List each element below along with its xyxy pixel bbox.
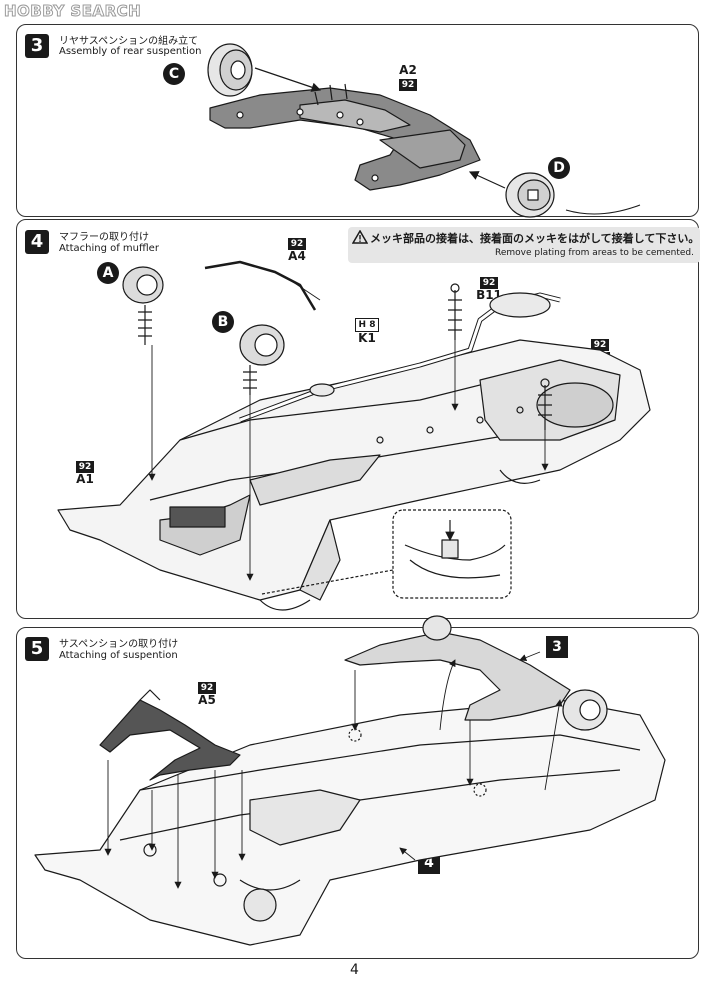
front-arm-a5-drawing [99, 689, 241, 781]
part-a4-code: A4 [288, 249, 306, 263]
callout-a: A [97, 262, 119, 284]
part-a2: A2 92 [393, 64, 423, 91]
part-b11-right-runner: 92 [590, 339, 610, 351]
part-k1-code: K1 [358, 331, 376, 345]
part-a1: 92 A1 [70, 459, 100, 486]
hub-c-drawing [207, 43, 253, 97]
step-5-number: 5 [25, 637, 49, 661]
exhaust-pipe-drawing [239, 292, 561, 423]
rear-subframe-step5-drawing [344, 615, 608, 731]
hub-d-drawing [505, 172, 555, 218]
part-a5: 92 A5 [193, 680, 221, 707]
warning-icon [352, 230, 368, 244]
guide-lines-step5 [104, 651, 563, 889]
part-b11-left-runner: 92 [479, 277, 499, 289]
step-3-title-jp: リヤサスペンションの組み立て [59, 36, 199, 47]
muffler-mount-b-drawing [239, 324, 285, 395]
guide-lines-step4 [148, 279, 549, 581]
step-3-number: 3 [25, 34, 49, 58]
callout-d: D [548, 157, 570, 179]
chassis-step5-drawing [34, 699, 666, 946]
page-number: 4 [350, 962, 359, 978]
part-a1-runner: 92 [75, 461, 95, 473]
part-k1-runner: H 8 [354, 318, 380, 332]
step-4-number: 4 [25, 230, 49, 254]
caution-jp: メッキ部品の接着は、接着面のメッキをはがして接着して下さい。 [370, 232, 700, 245]
step-4-title-jp: マフラーの取り付け [59, 232, 149, 243]
part-a5-code: A5 [198, 693, 216, 707]
step-5-title-jp: サスペンションの取り付け [59, 639, 179, 650]
b11-hanger-left-drawing [448, 283, 462, 340]
muffler-mount-a-drawing [122, 266, 164, 345]
step-4-title-en: Attaching of muffler [59, 243, 159, 254]
rear-subframe-drawing [209, 83, 481, 191]
part-a4: 92 A4 [283, 236, 311, 263]
step-3-title-en: Assembly of rear suspention [59, 46, 202, 57]
callout-c: C [163, 63, 185, 85]
step-ref-3: 3 [546, 636, 568, 658]
chassis-step4-drawing [57, 339, 651, 611]
caution-box: メッキ部品の接着は、接着面のメッキをはがして接着して下さい。 Remove pl… [348, 227, 700, 263]
callout-b: B [212, 311, 234, 333]
part-a5-runner: 92 [197, 682, 217, 694]
b11-hanger-right-drawing [538, 378, 552, 430]
step-5-title-en: Attaching of suspention [59, 650, 178, 661]
part-a2-code: A2 [399, 63, 417, 77]
part-a4-runner: 92 [287, 238, 307, 250]
caution-en: Remove plating from areas to be cemented… [495, 248, 694, 258]
part-a1-code: A1 [76, 472, 94, 486]
watermark: HOBBY SEARCH [3, 2, 142, 21]
part-k1: H 8 K1 [352, 317, 382, 345]
part-a2-runner: 92 [398, 79, 418, 91]
